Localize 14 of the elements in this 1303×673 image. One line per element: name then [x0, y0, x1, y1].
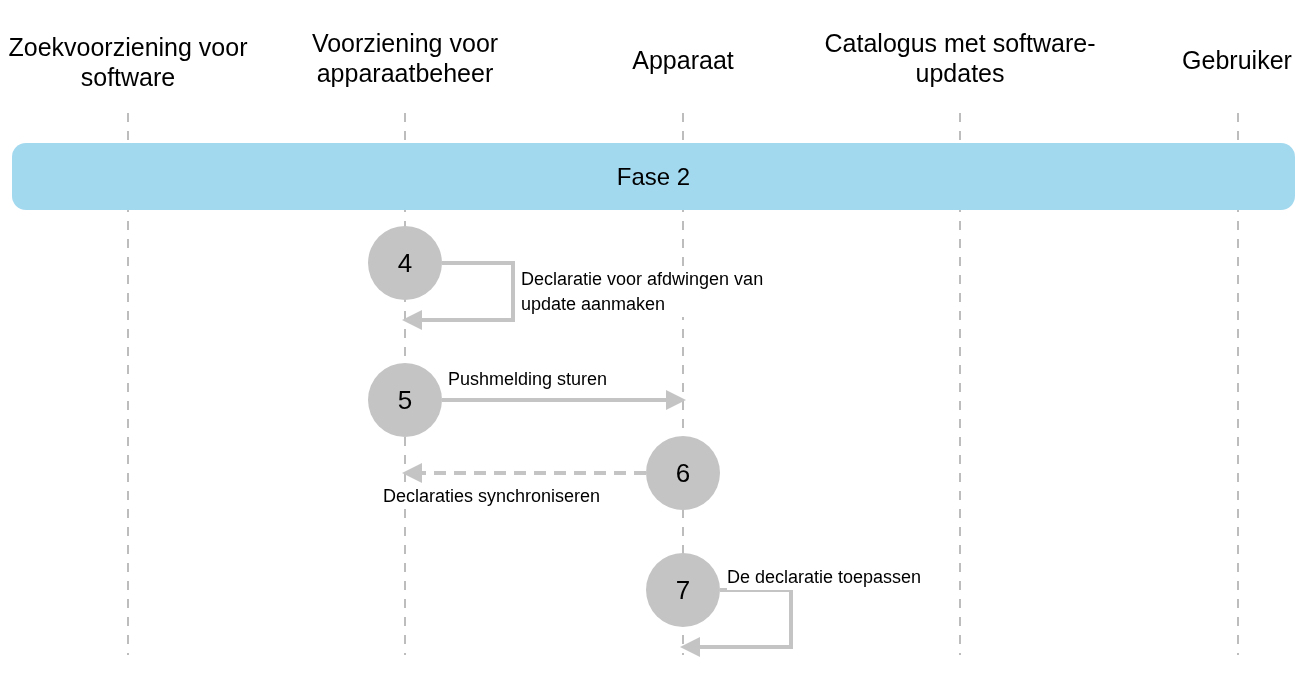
- participant-label: Apparaat: [583, 42, 783, 78]
- participant-label: Gebruiker: [1162, 42, 1303, 78]
- step-circle: 6: [646, 436, 720, 510]
- step-circle: 7: [646, 553, 720, 627]
- arrow: [402, 463, 646, 483]
- arrow: [402, 261, 515, 330]
- step-circle: 4: [368, 226, 442, 300]
- arrow: [442, 390, 686, 410]
- participant-label: Catalogus met software-updates: [810, 25, 1110, 91]
- participant-label: Zoekvoorziening voor software: [8, 12, 248, 112]
- step-circle: 5: [368, 363, 442, 437]
- arrow: [680, 588, 793, 657]
- phase-band: Fase 2: [12, 143, 1295, 210]
- participant-label: Voorziening voor apparaatbeheer: [285, 25, 525, 91]
